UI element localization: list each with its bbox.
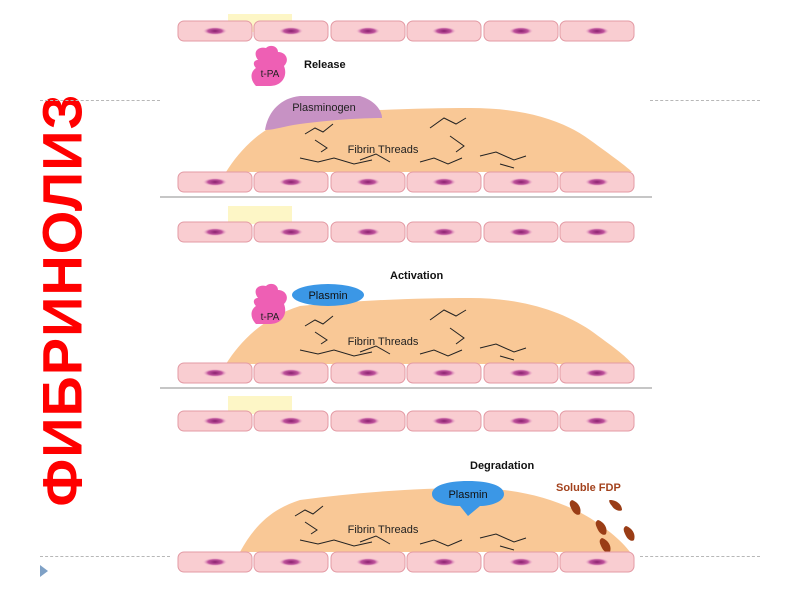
clot-label: Fibrin Threads bbox=[348, 144, 419, 156]
cell-nucleus bbox=[509, 369, 533, 377]
endothelial-cell bbox=[560, 172, 634, 192]
cell-nucleus bbox=[356, 228, 380, 236]
cell-nucleus bbox=[356, 178, 380, 186]
cell-nucleus bbox=[509, 228, 533, 236]
endothelial-cell bbox=[484, 363, 558, 383]
cell-nucleus bbox=[432, 369, 456, 377]
endothelial-cell bbox=[407, 21, 481, 41]
tpa-label: t-PA bbox=[261, 312, 280, 323]
plasmin-label: Plasmin bbox=[448, 489, 487, 501]
endothelial-cell bbox=[560, 21, 634, 41]
cell-nucleus bbox=[509, 558, 533, 566]
endothelial-cell bbox=[254, 552, 328, 572]
cell-nucleus bbox=[203, 178, 227, 186]
endothelial-cell bbox=[331, 552, 405, 572]
endothelial-cell bbox=[484, 552, 558, 572]
cell-nucleus bbox=[585, 228, 609, 236]
cell-nucleus bbox=[203, 558, 227, 566]
endothelial-cell bbox=[331, 21, 405, 41]
cell-nucleus bbox=[509, 178, 533, 186]
endothelial-cell bbox=[331, 411, 405, 431]
endothelial-cell bbox=[560, 222, 634, 242]
cell-nucleus bbox=[585, 558, 609, 566]
panel-release: Plasminogen t-PA Release Fibrin Threads bbox=[178, 14, 634, 192]
cell-nucleus bbox=[203, 417, 227, 425]
step-label-release: Release bbox=[304, 59, 346, 71]
soluble-fdp-label: Soluble FDP bbox=[556, 482, 621, 494]
cell-nucleus bbox=[585, 178, 609, 186]
endothelial-cell bbox=[407, 552, 481, 572]
endothelial-cell bbox=[484, 411, 558, 431]
cell-nucleus bbox=[279, 369, 303, 377]
cell-nucleus bbox=[279, 417, 303, 425]
endothelial-cell-row-bottom bbox=[178, 363, 634, 383]
cell-nucleus bbox=[279, 558, 303, 566]
plasmin-label: Plasmin bbox=[308, 290, 347, 302]
endothelial-cell bbox=[178, 21, 252, 41]
endothelial-cell bbox=[178, 552, 252, 572]
endothelial-cell bbox=[254, 21, 328, 41]
cell-nucleus bbox=[203, 228, 227, 236]
step-label-degradation: Degradation bbox=[470, 460, 534, 472]
cell-nucleus bbox=[432, 228, 456, 236]
cell-nucleus bbox=[203, 27, 227, 35]
step-label-activation: Activation bbox=[390, 270, 443, 282]
endothelial-cell-row-top bbox=[178, 411, 634, 431]
endothelial-cell-row-top bbox=[178, 222, 634, 242]
fibrin-clot bbox=[226, 298, 632, 364]
cell-nucleus bbox=[356, 369, 380, 377]
endothelial-cell bbox=[484, 172, 558, 192]
cell-nucleus bbox=[432, 417, 456, 425]
endothelial-cell-row-bottom bbox=[178, 172, 634, 192]
endothelial-cell bbox=[331, 172, 405, 192]
plasminogen-label: Plasminogen bbox=[292, 102, 356, 114]
cell-nucleus bbox=[356, 27, 380, 35]
endothelial-cell bbox=[178, 411, 252, 431]
panel-degradation: Degradation Plasmin Fibrin Threads Solub… bbox=[178, 396, 635, 572]
cell-nucleus bbox=[432, 178, 456, 186]
endothelial-cell bbox=[560, 411, 634, 431]
endothelial-cell bbox=[178, 222, 252, 242]
cell-nucleus bbox=[279, 27, 303, 35]
endothelial-cell bbox=[254, 222, 328, 242]
tpa-label: t-PA bbox=[261, 69, 280, 80]
cell-nucleus bbox=[279, 178, 303, 186]
endothelial-cell bbox=[407, 363, 481, 383]
cell-nucleus bbox=[279, 228, 303, 236]
cell-nucleus bbox=[585, 27, 609, 35]
cell-nucleus bbox=[432, 558, 456, 566]
cell-nucleus bbox=[509, 417, 533, 425]
fdp-fragment-icon bbox=[609, 500, 622, 511]
cell-nucleus bbox=[509, 27, 533, 35]
endothelial-cell-row-top bbox=[178, 21, 634, 41]
endothelial-cell-row-bottom bbox=[178, 552, 634, 572]
cell-nucleus bbox=[432, 27, 456, 35]
cell-nucleus bbox=[356, 417, 380, 425]
endothelial-cell bbox=[178, 363, 252, 383]
endothelial-cell bbox=[484, 222, 558, 242]
cell-nucleus bbox=[585, 417, 609, 425]
endothelial-cell bbox=[254, 172, 328, 192]
panel-activation: Activation Plasmin t-PA Fibrin Threads bbox=[178, 206, 634, 383]
endothelial-cell bbox=[331, 222, 405, 242]
endothelial-cell bbox=[254, 363, 328, 383]
endothelial-cell bbox=[254, 411, 328, 431]
endothelial-gap-highlight bbox=[228, 206, 292, 224]
endothelial-cell bbox=[407, 172, 481, 192]
endothelial-cell bbox=[407, 411, 481, 431]
clot-label: Fibrin Threads bbox=[348, 524, 419, 536]
endothelial-cell bbox=[560, 552, 634, 572]
endothelial-cell bbox=[560, 363, 634, 383]
cell-nucleus bbox=[203, 369, 227, 377]
endothelial-cell bbox=[331, 363, 405, 383]
endothelial-cell bbox=[484, 21, 558, 41]
endothelial-cell bbox=[407, 222, 481, 242]
fdp-fragment-icon bbox=[624, 526, 635, 541]
endothelial-cell bbox=[178, 172, 252, 192]
clot-label: Fibrin Threads bbox=[348, 336, 419, 348]
cell-nucleus bbox=[356, 558, 380, 566]
cell-nucleus bbox=[585, 369, 609, 377]
